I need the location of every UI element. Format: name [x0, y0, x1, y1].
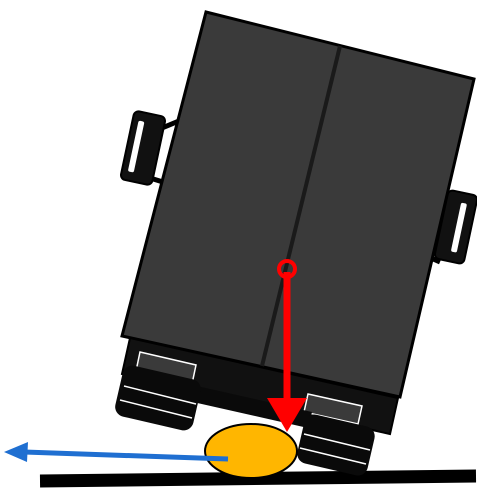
arrow-left-icon	[4, 442, 28, 462]
cargo-box	[122, 12, 474, 397]
contact-point-ellipse	[205, 424, 297, 478]
friction-force-arrow	[4, 442, 228, 462]
